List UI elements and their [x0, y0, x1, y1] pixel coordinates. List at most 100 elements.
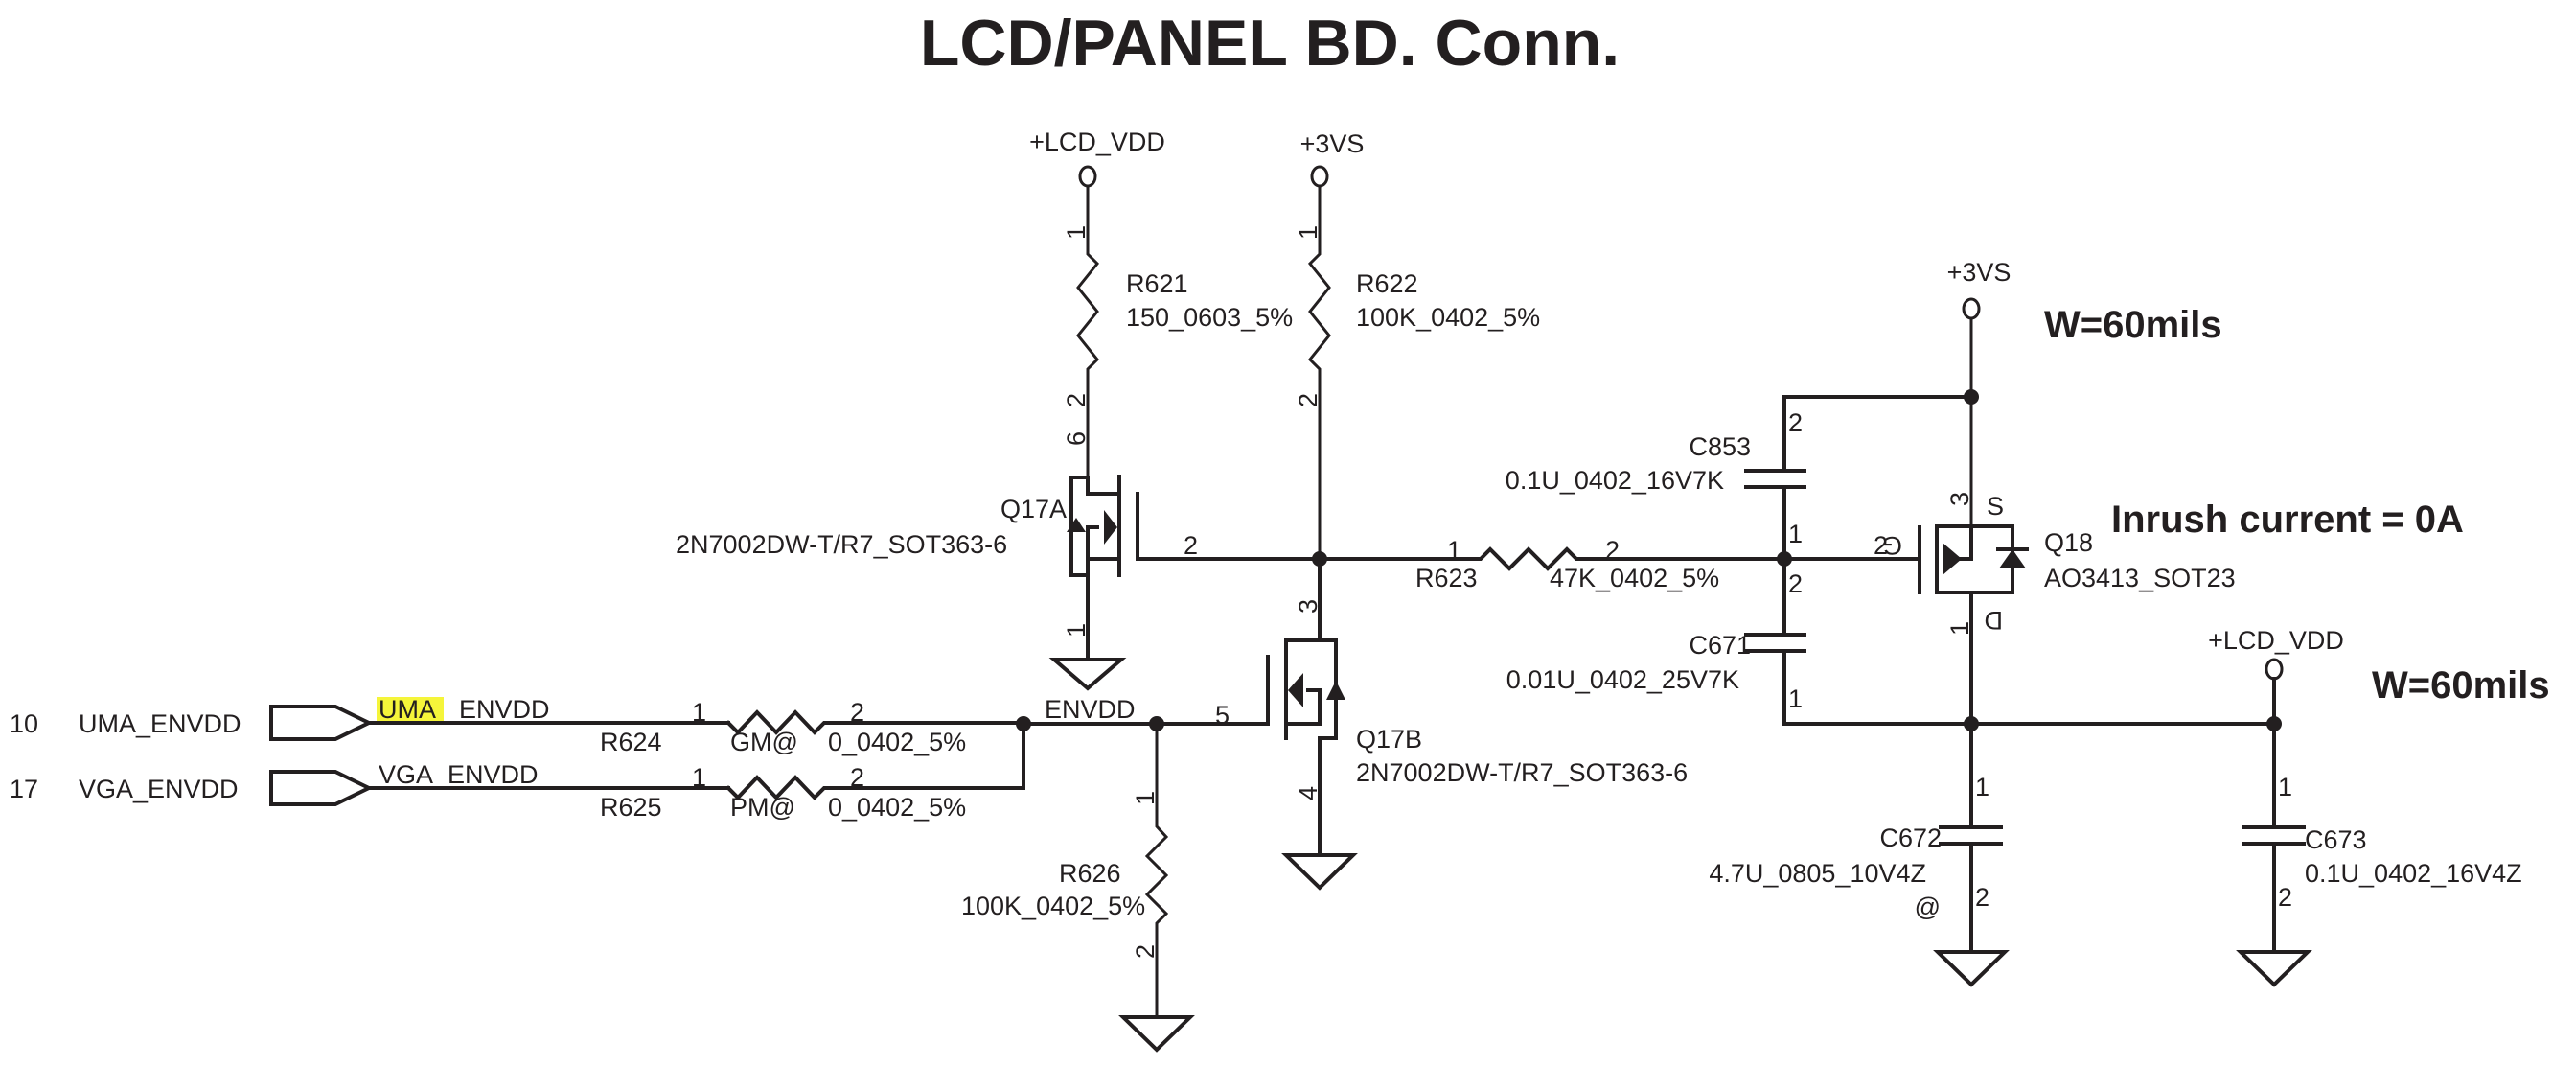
component-value: 47K_0402_5%: [1550, 564, 1719, 592]
port-vga-envdd: 17 VGA_ENVDD VGA_ENVDD: [10, 760, 730, 806]
component-value: 0_0402_5%: [828, 728, 966, 756]
component-value: 100K_0402_5%: [961, 892, 1145, 920]
pin-number: 3: [1945, 492, 1974, 506]
power-3vs-mid: +3VS: [1300, 129, 1365, 188]
offpage-connector-icon: [269, 770, 374, 806]
mosfet-q17a: 6 2 1 Q17A 2N7002DW-T/R7_SOT363-6: [676, 431, 1322, 691]
component-option: GM@: [730, 728, 798, 756]
capacitor-c671: 2 1 C671 0.01U_0402_25V7K: [1506, 557, 1973, 726]
highlight-mark: [377, 697, 444, 723]
channel-arrow-icon: [1104, 510, 1117, 545]
power-label: +3VS: [1300, 129, 1365, 158]
resistor-r622: 1 2 R622 100K_0402_5%: [1294, 186, 1540, 559]
pin-number: 2: [1294, 393, 1322, 407]
net-label-highlight: UMA: [379, 695, 436, 724]
pin-number: 2: [1874, 531, 1888, 560]
pin-label: G: [1882, 531, 1902, 560]
pin-number: 2: [1788, 408, 1803, 437]
power-label: +LCD_VDD: [2208, 626, 2344, 655]
port-uma-envdd: 10 UMA_ENVDD UMA _ENVDD: [10, 695, 730, 741]
power-port-icon: [1078, 165, 1097, 188]
component-ref: C673: [2305, 825, 2367, 854]
pin-number: 1: [1447, 536, 1461, 565]
pin-label: D: [1985, 606, 2004, 635]
component-ref: R622: [1356, 269, 1418, 298]
pin-number: 2: [850, 698, 864, 727]
resistor-r621: 1 2 R621 150_0603_5%: [1062, 186, 1293, 477]
net-label: VGA_ENVDD: [379, 760, 539, 789]
component-ref: R624: [600, 728, 662, 756]
pin-number: 2: [1131, 944, 1160, 959]
channel-arrow-icon: [1288, 673, 1303, 707]
component-ref: Q17A: [1000, 495, 1067, 523]
port-pin-number: 17: [10, 775, 38, 803]
channel-arrow-icon: [1943, 543, 1962, 575]
resistor-r623: 1 2 R623 47K_0402_5%: [1318, 536, 1786, 592]
inrush-current-note: Inrush current = 0A: [2111, 499, 2464, 541]
diode-arrow-icon: [1067, 518, 1086, 532]
component-ref: Q18: [2044, 528, 2093, 557]
resistor-r625: 1 2 R625 PM@ 0_0402_5%: [600, 722, 1025, 822]
component-value: 150_0603_5%: [1126, 303, 1293, 332]
pin-number: 1: [1131, 791, 1160, 805]
power-lcd-vdd-right: +LCD_VDD: [2208, 626, 2344, 681]
pin-number: 1: [1945, 621, 1974, 636]
pin-number: 1: [1294, 225, 1322, 240]
pin-number: 2: [1184, 531, 1198, 560]
component-value: 0.1U_0402_16V4Z: [2305, 859, 2522, 888]
component-ref: C853: [1689, 432, 1751, 461]
ground-icon: [1281, 853, 1358, 891]
power-port-icon: [2265, 658, 2284, 681]
pin-number: 1: [1788, 520, 1803, 548]
pin-number: 4: [1294, 786, 1322, 800]
ground-icon: [1118, 1015, 1195, 1053]
power-label: +LCD_VDD: [1029, 128, 1165, 156]
component-part: 2N7002DW-T/R7_SOT363-6: [676, 530, 1007, 559]
component-ref: R621: [1126, 269, 1188, 298]
resistor-zigzag-icon: [1076, 186, 1100, 477]
mosfet-q17b: 3 5 4 Q17B 2N7002DW-T/R7_SOT363-6: [1215, 557, 1688, 891]
ground-icon: [2236, 950, 2312, 987]
component-ref: C672: [1879, 823, 1942, 852]
capacitor-c672: 1 2 C672 4.7U_0805_10V4Z @: [1709, 722, 2010, 987]
pin-number: 2: [2278, 883, 2292, 912]
pin-number: 6: [1062, 431, 1091, 446]
port-name: VGA_ENVDD: [79, 775, 239, 803]
lcd-vdd-net: [1969, 677, 2276, 726]
mosfet-q18: 2 G 3 S 1 D Q18 AO3413_SOT23: [1782, 318, 2236, 726]
power-port-icon: [1310, 165, 1329, 188]
component-option: @: [1915, 893, 1941, 921]
power-lcd-vdd-left: +LCD_VDD: [1029, 128, 1165, 188]
capacitor-c673: 1 2 C673 0.1U_0402_16V4Z: [2236, 722, 2522, 987]
pin-number: 1: [1975, 773, 1990, 801]
component-part: AO3413_SOT23: [2044, 564, 2236, 592]
component-part: 2N7002DW-T/R7_SOT363-6: [1356, 758, 1688, 787]
component-value: 0.01U_0402_25V7K: [1506, 665, 1739, 694]
pin-number: 1: [692, 698, 706, 727]
power-label: +3VS: [1947, 258, 2012, 287]
diode-arrow-icon: [1326, 681, 1346, 700]
power-port-icon: [1962, 297, 1981, 320]
pin-number: 1: [1788, 684, 1803, 713]
ground-icon: [1048, 658, 1127, 691]
trace-width-note: W=60mils: [2044, 304, 2222, 346]
pin-number: 1: [1062, 623, 1091, 638]
component-ref: R625: [600, 793, 662, 822]
port-pin-number: 10: [10, 709, 38, 738]
component-ref: R623: [1415, 564, 1478, 592]
page-title: LCD/PANEL BD. Conn.: [920, 7, 1620, 80]
ground-icon: [1933, 950, 2010, 987]
pin-number: 2: [1062, 393, 1091, 407]
pin-number: 2: [1788, 569, 1803, 598]
resistor-zigzag-icon: [1307, 186, 1331, 559]
component-option: PM@: [730, 793, 795, 822]
power-3vs-right: +3VS: [1947, 258, 2012, 320]
component-value: 0_0402_5%: [828, 793, 966, 822]
pin-number: 1: [1062, 225, 1091, 240]
component-ref: C671: [1689, 631, 1751, 660]
component-ref: Q17B: [1356, 725, 1422, 754]
pin-number: 2: [850, 763, 864, 792]
pin-number: 2: [1975, 883, 1990, 912]
offpage-connector-icon: [269, 705, 374, 741]
resistor-r624: 1 2 R624 GM@ 0_0402_5%: [600, 698, 1025, 756]
